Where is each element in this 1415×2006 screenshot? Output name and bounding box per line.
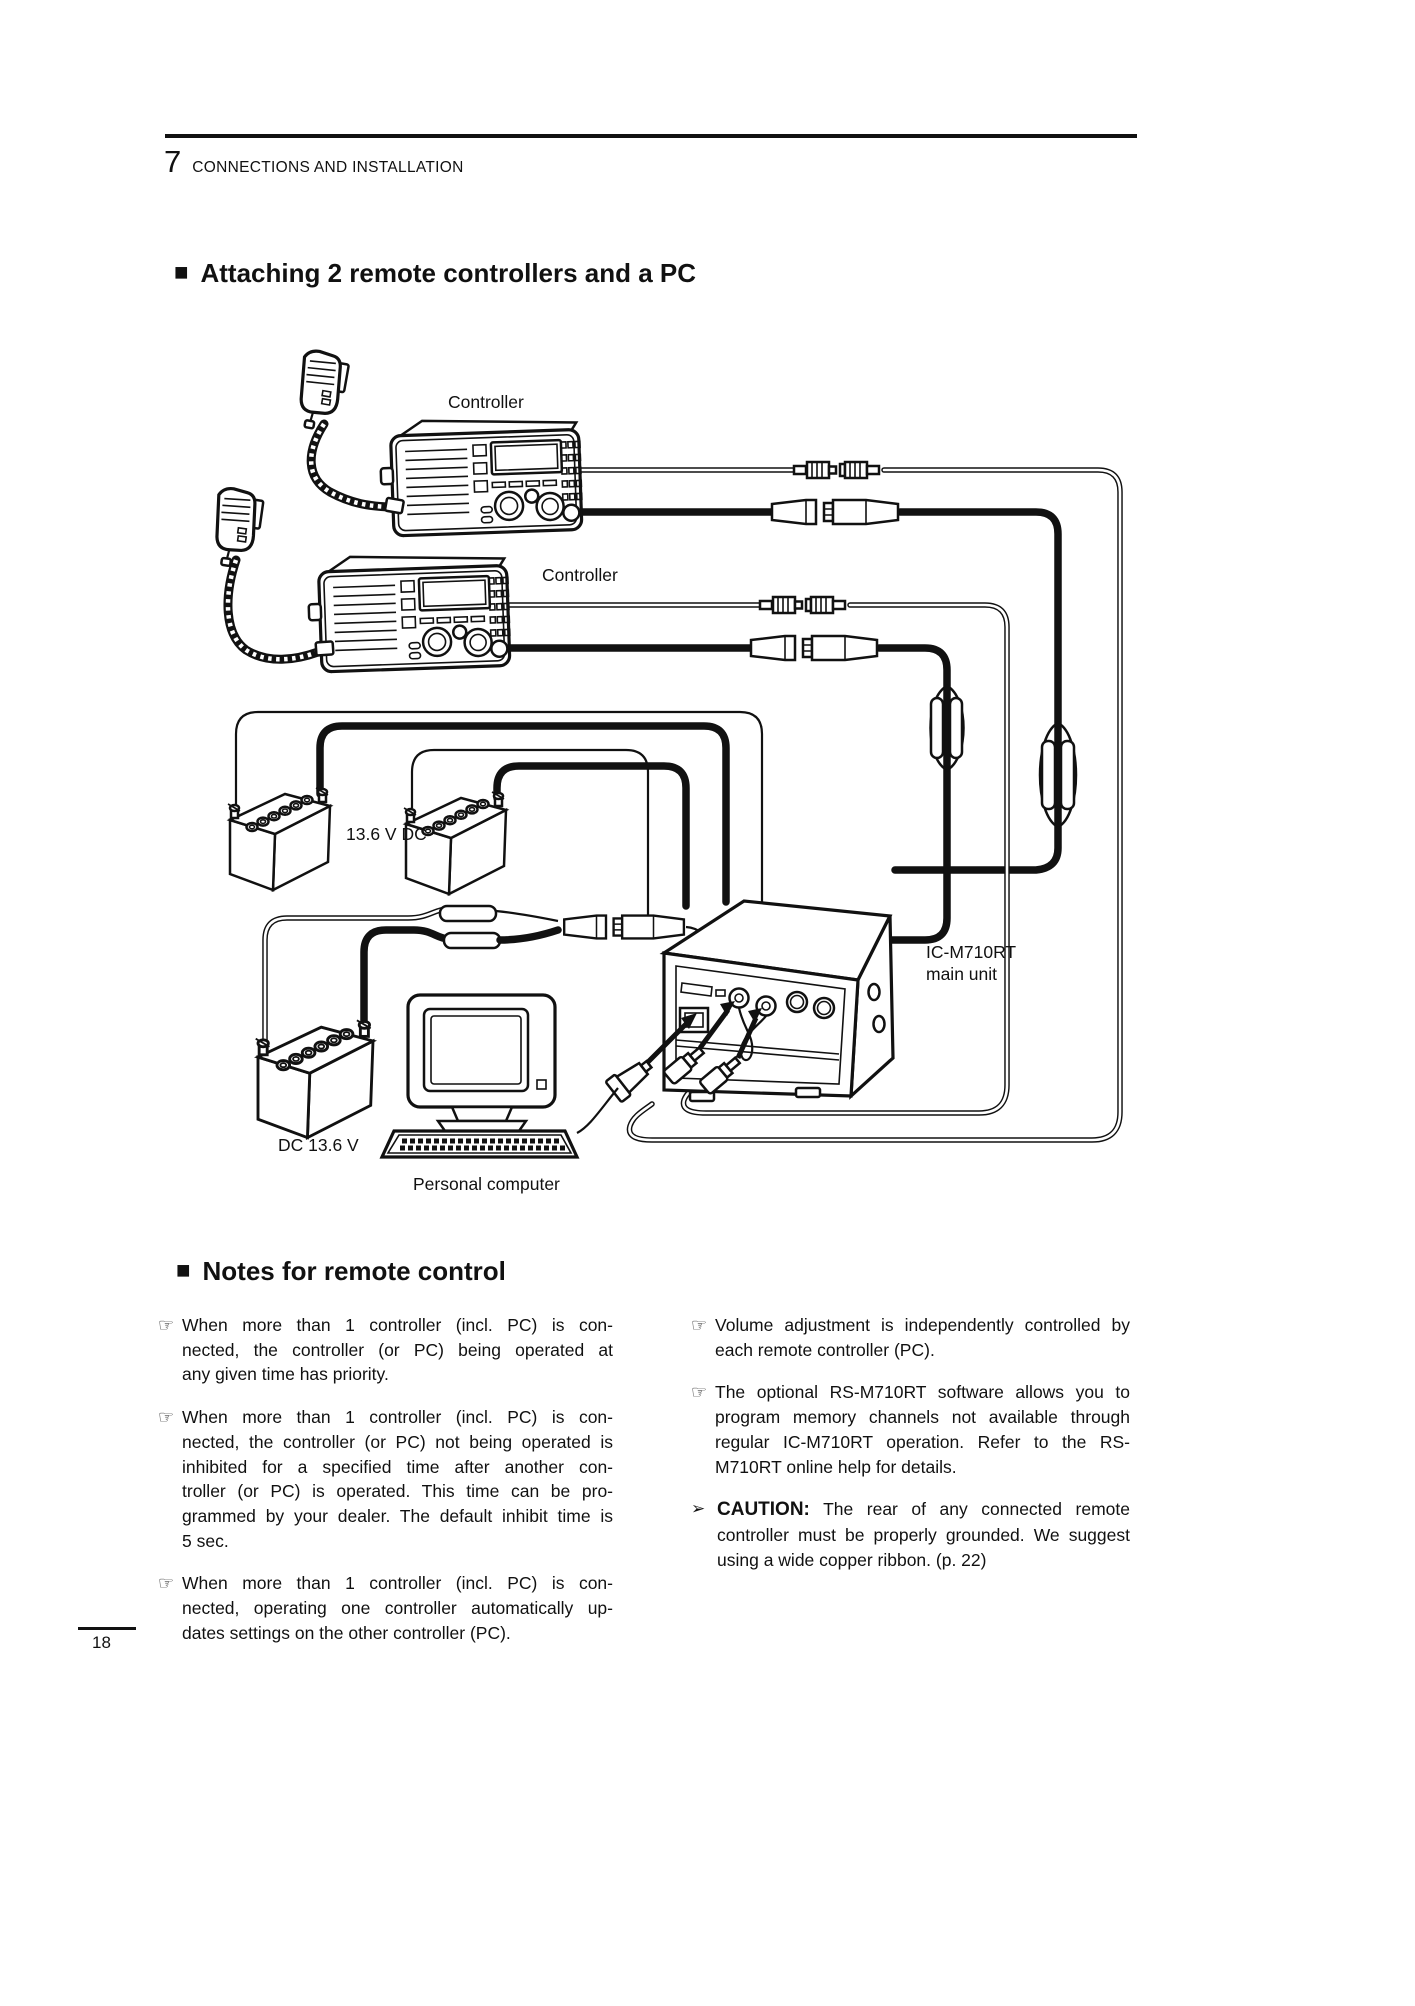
page-number: 18 <box>92 1633 111 1652</box>
notes-right-column: ☞ Volume adjustment is independently con… <box>691 1313 1130 1572</box>
controller-radio-1 <box>377 413 585 538</box>
controller-radio-2 <box>305 549 513 674</box>
label-main-unit-line2: main unit <box>926 964 997 984</box>
label-pc: Personal computer <box>413 1174 560 1194</box>
note-line: When more than 1 controller (incl. PC) i… <box>182 1315 613 1335</box>
chapter-header: 7 CONNECTIONS AND INSTALLATION <box>164 144 464 180</box>
page-number-rule <box>78 1627 136 1630</box>
label-dc-bottom: DC 13.6 V <box>278 1135 359 1155</box>
note-inhibit-time: ☞ When more than 1 controller (incl. PC)… <box>158 1405 613 1553</box>
section-heading-notes: ■ Notes for remote control <box>176 1256 506 1287</box>
note-volume: ☞ Volume adjustment is independently con… <box>691 1313 1130 1362</box>
caution-arrow-icon: ➢ <box>691 1499 706 1519</box>
caution-first-line: CAUTION: The rear of any connected remot… <box>717 1497 1130 1523</box>
note-line: troller (or PC) is operated. This time c… <box>182 1481 613 1502</box>
note-line: When more than 1 controller (incl. PC) i… <box>182 1573 613 1594</box>
pointing-hand-icon: ☞ <box>158 1407 175 1428</box>
dc-connector-pair-1 <box>770 498 900 526</box>
fuse-capsule-2 <box>929 684 965 772</box>
fuse-capsule-1 <box>1038 721 1078 829</box>
dc-connector-pair-2 <box>749 634 879 662</box>
label-controller-top: Controller <box>448 392 524 412</box>
caution-line: controller must be properly grounded. We… <box>717 1524 1130 1545</box>
label-controller-bottom: Controller <box>542 565 618 585</box>
note-line: M710RT online help for details. <box>715 1456 957 1477</box>
section2-title: Notes for remote control <box>202 1256 506 1286</box>
battery-3 <box>254 1018 375 1140</box>
note-line: any given time has priority. <box>182 1364 389 1385</box>
personal-computer <box>379 993 580 1159</box>
label-dc-top: 13.6 V DC <box>346 824 427 844</box>
note-line: inhibited for a specified time after ano… <box>182 1456 613 1477</box>
connection-diagram: Controller Controller 13.6 V DC IC-M710R… <box>207 347 1123 1194</box>
chapter-title: CONNECTIONS AND INSTALLATION <box>192 159 464 176</box>
battery-cables <box>234 710 764 930</box>
note-line: The optional RS-M710RT software allows y… <box>715 1382 1130 1403</box>
section-heading-attaching: ■ Attaching 2 remote controllers and a P… <box>174 258 696 289</box>
chapter-number: 7 <box>164 144 182 179</box>
note-line: dates settings on the other controller (… <box>182 1622 511 1643</box>
caution-note: ➢ CAUTION: The rear of any connected rem… <box>691 1497 1130 1572</box>
note-line: Volume adjustment is independently contr… <box>715 1315 1130 1335</box>
section-marker-icon: ■ <box>176 1256 191 1284</box>
note-priority: ☞ When more than 1 controller (incl. PC)… <box>158 1313 613 1387</box>
section1-title: Attaching 2 remote controllers and a PC <box>200 258 697 288</box>
note-line: grammed by your dealer. The default inhi… <box>182 1505 613 1526</box>
controller-control-cables <box>503 467 1123 1143</box>
pointing-hand-icon: ☞ <box>691 1382 708 1403</box>
pointing-hand-icon: ☞ <box>691 1315 708 1335</box>
battery-c-power-lead <box>262 904 713 1043</box>
note-line: program memory channels not available th… <box>715 1407 1130 1428</box>
caution-line: using a wide copper ribbon. (p. 22) <box>717 1549 987 1570</box>
note-line: When more than 1 controller (incl. PC) i… <box>182 1407 613 1428</box>
note-line: regular IC-M710RT operation. Refer to th… <box>715 1431 1130 1452</box>
microphone-2 <box>207 485 335 664</box>
section-marker-icon: ■ <box>174 258 189 286</box>
controller-dc-cables <box>498 508 1062 944</box>
note-line: 5 sec. <box>182 1530 229 1551</box>
note-line: nected, the controller (or PC) not being… <box>182 1431 613 1452</box>
rear-plugs <box>576 1001 762 1134</box>
coax-connector-pair-1 <box>792 460 881 480</box>
note-line: nected, operating one controller automat… <box>182 1598 613 1619</box>
main-unit <box>659 899 895 1103</box>
microphone-1 <box>290 347 405 515</box>
caution-label: CAUTION: <box>717 1499 810 1521</box>
note-line: nected, the controller (or PC) being ope… <box>182 1339 613 1360</box>
note-line: each remote controller (PC). <box>715 1339 935 1360</box>
note-auto-update: ☞ When more than 1 controller (incl. PC)… <box>158 1571 613 1645</box>
label-main-unit-line1: IC-M710RT <box>926 942 1016 962</box>
notes-left-column: ☞ When more than 1 controller (incl. PC)… <box>158 1313 613 1663</box>
pointing-hand-icon: ☞ <box>158 1315 175 1335</box>
battery-1 <box>226 786 332 892</box>
caution-text: The rear of any connected remote <box>823 1499 1130 1520</box>
header-rule <box>165 134 1137 138</box>
note-software: ☞ The optional RS-M710RT software allows… <box>691 1380 1130 1479</box>
pointing-hand-icon: ☞ <box>158 1573 175 1594</box>
coax-connector-pair-2 <box>758 595 847 615</box>
